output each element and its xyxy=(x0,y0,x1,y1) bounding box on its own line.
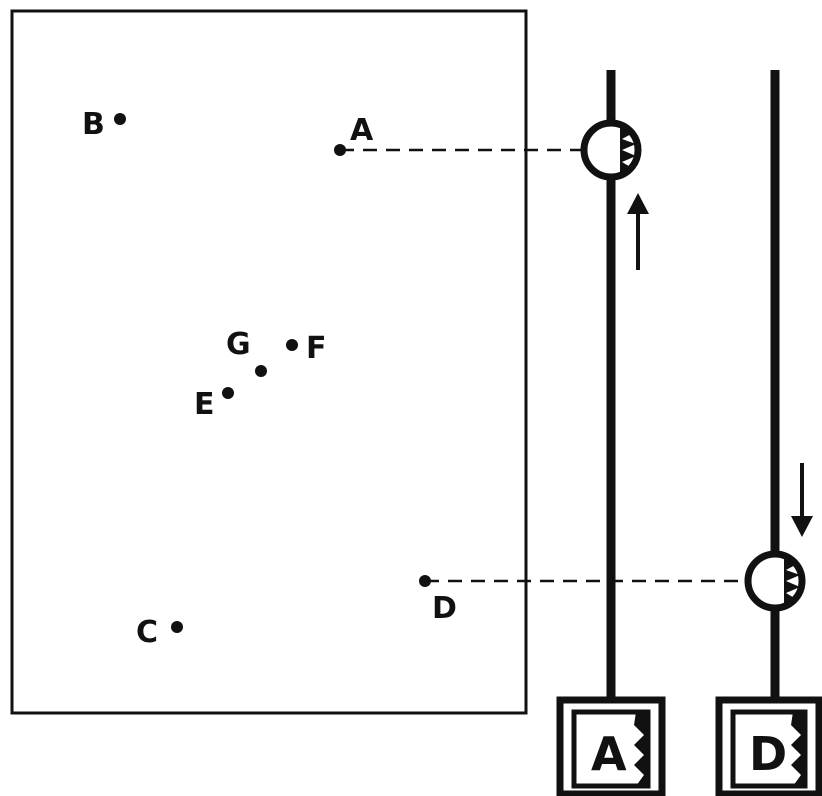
weight-box-a-shading xyxy=(634,712,648,786)
point-e-label: E xyxy=(194,387,215,422)
point-a-dot xyxy=(334,144,346,156)
weight-box-a-label: A xyxy=(591,727,627,781)
point-a-label: A xyxy=(350,113,374,148)
point-g-dot xyxy=(255,365,267,377)
pendulum-a-bob xyxy=(580,119,642,181)
point-f-dot xyxy=(286,339,298,351)
pendulum-d-bob-shading xyxy=(784,559,800,604)
arrow-up-icon xyxy=(627,193,649,214)
pendulum-a-bob-shading xyxy=(620,128,636,173)
point-f-label: F xyxy=(306,331,327,366)
point-b-label: B xyxy=(82,107,105,142)
point-c-label: C xyxy=(136,615,158,650)
point-g-label: G xyxy=(226,327,251,362)
weight-box-d-shading xyxy=(791,712,805,786)
point-e-dot xyxy=(222,387,234,399)
point-d-label: D xyxy=(432,591,457,626)
frame-rectangle xyxy=(10,9,528,715)
weight-box-d-label: D xyxy=(749,727,787,781)
point-b-dot xyxy=(114,113,126,125)
point-c-dot xyxy=(171,621,183,633)
arrow-down-icon xyxy=(791,516,813,537)
pendulum-a: A xyxy=(556,70,666,796)
point-d-dot xyxy=(419,575,431,587)
pendulum-d: D xyxy=(715,70,822,796)
pendulum-d-bob xyxy=(744,550,806,612)
